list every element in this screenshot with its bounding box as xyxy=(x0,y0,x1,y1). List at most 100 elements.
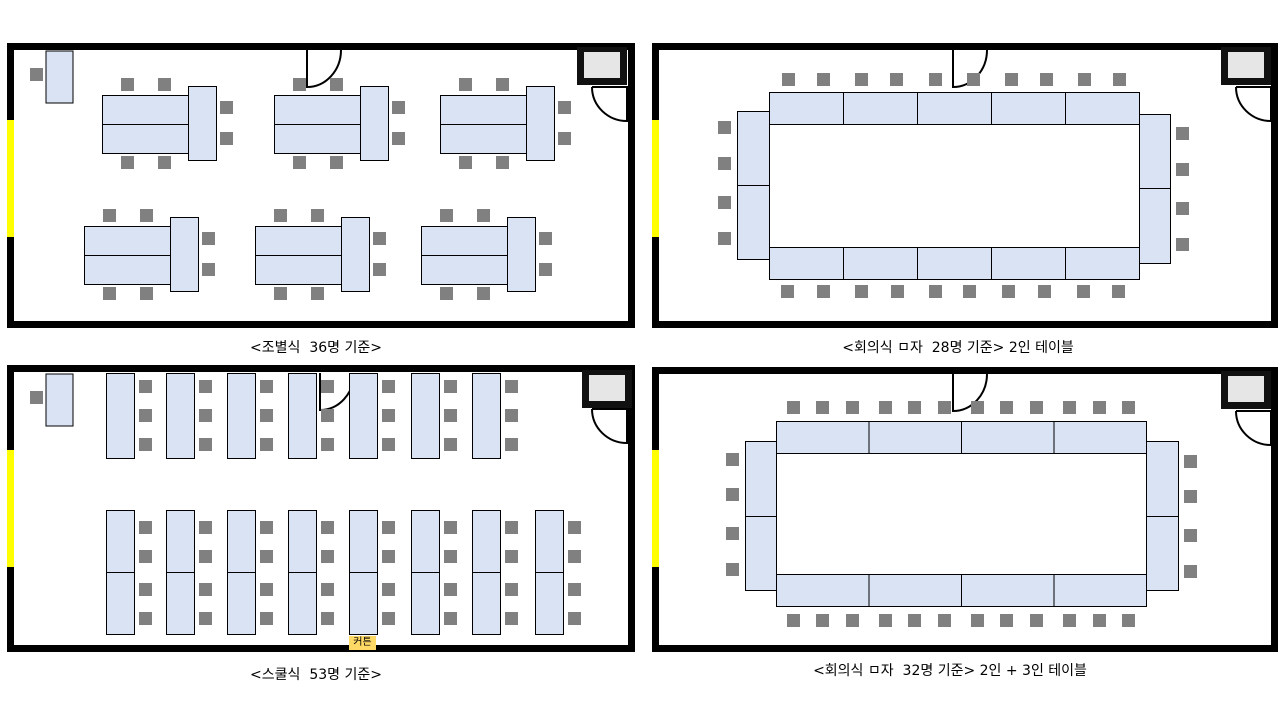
chair xyxy=(539,263,552,276)
chair xyxy=(1063,401,1076,414)
chair xyxy=(1093,614,1106,627)
door-icon xyxy=(1235,86,1272,123)
table xyxy=(472,373,501,459)
chair xyxy=(139,409,152,422)
chair xyxy=(1040,73,1053,86)
chair xyxy=(321,612,334,625)
chair xyxy=(199,409,212,422)
chair xyxy=(1122,401,1135,414)
chair xyxy=(330,156,343,169)
chair xyxy=(1093,401,1106,414)
chair xyxy=(260,438,273,451)
chair xyxy=(260,380,273,393)
chair xyxy=(971,614,984,627)
chair xyxy=(382,409,395,422)
chair xyxy=(321,583,334,596)
table xyxy=(1065,92,1140,125)
caption-group-layout: <조별식 36명 기준> xyxy=(250,340,382,356)
table xyxy=(166,373,195,459)
chair xyxy=(440,287,453,300)
table xyxy=(166,510,195,573)
chair xyxy=(782,73,795,86)
chair xyxy=(199,521,212,534)
chair xyxy=(260,612,273,625)
chair xyxy=(1184,565,1197,578)
chair xyxy=(382,550,395,563)
table xyxy=(737,185,770,260)
window xyxy=(7,450,14,567)
table xyxy=(84,255,171,285)
table xyxy=(745,441,777,517)
table xyxy=(917,247,992,280)
chair xyxy=(202,232,215,245)
chair xyxy=(139,380,152,393)
table xyxy=(227,510,256,573)
chair xyxy=(274,287,287,300)
chair xyxy=(568,583,581,596)
chair xyxy=(199,612,212,625)
table xyxy=(411,510,440,573)
chair xyxy=(321,438,334,451)
table xyxy=(288,510,317,573)
chair xyxy=(382,438,395,451)
chair xyxy=(220,132,233,145)
chair xyxy=(816,401,829,414)
chair xyxy=(444,409,457,422)
table xyxy=(776,421,870,454)
chair xyxy=(846,401,859,414)
table xyxy=(769,92,844,125)
chair xyxy=(444,521,457,534)
chair xyxy=(121,156,134,169)
pillar-fill xyxy=(589,375,625,401)
table xyxy=(288,572,317,635)
chair xyxy=(1184,490,1197,503)
chair xyxy=(568,612,581,625)
chair xyxy=(718,232,731,245)
chair xyxy=(321,409,334,422)
table xyxy=(745,516,777,591)
chair xyxy=(568,550,581,563)
table xyxy=(411,373,440,459)
chair xyxy=(967,73,980,86)
table xyxy=(227,572,256,635)
table xyxy=(421,255,508,285)
chair xyxy=(496,78,509,91)
chair xyxy=(1030,401,1043,414)
door-icon xyxy=(306,49,342,89)
chair xyxy=(1002,285,1015,298)
chair xyxy=(718,157,731,170)
chair xyxy=(846,614,859,627)
table xyxy=(106,510,135,573)
table xyxy=(349,373,378,459)
chair xyxy=(382,583,395,596)
chair xyxy=(199,550,212,563)
caption-conference-32: <회의식 ㅁ자 32명 기준> 2인 + 3인 테이블 xyxy=(813,663,1087,679)
table xyxy=(472,510,501,573)
chair xyxy=(929,285,942,298)
chair xyxy=(392,101,405,114)
chair xyxy=(1000,401,1013,414)
chair xyxy=(781,285,794,298)
chair xyxy=(444,550,457,563)
window xyxy=(652,120,659,237)
table xyxy=(102,95,189,125)
chair xyxy=(505,550,518,563)
chair xyxy=(321,550,334,563)
chair xyxy=(568,521,581,534)
chair xyxy=(890,73,903,86)
chair xyxy=(891,285,904,298)
table xyxy=(507,217,536,292)
table xyxy=(227,373,256,459)
table xyxy=(776,574,870,607)
chair xyxy=(260,583,273,596)
table xyxy=(170,217,199,292)
chair xyxy=(855,285,868,298)
table xyxy=(1146,516,1179,591)
table xyxy=(1146,441,1179,517)
chair xyxy=(963,285,976,298)
chair xyxy=(293,156,306,169)
chair xyxy=(817,285,830,298)
table xyxy=(868,421,962,454)
chair xyxy=(121,78,134,91)
